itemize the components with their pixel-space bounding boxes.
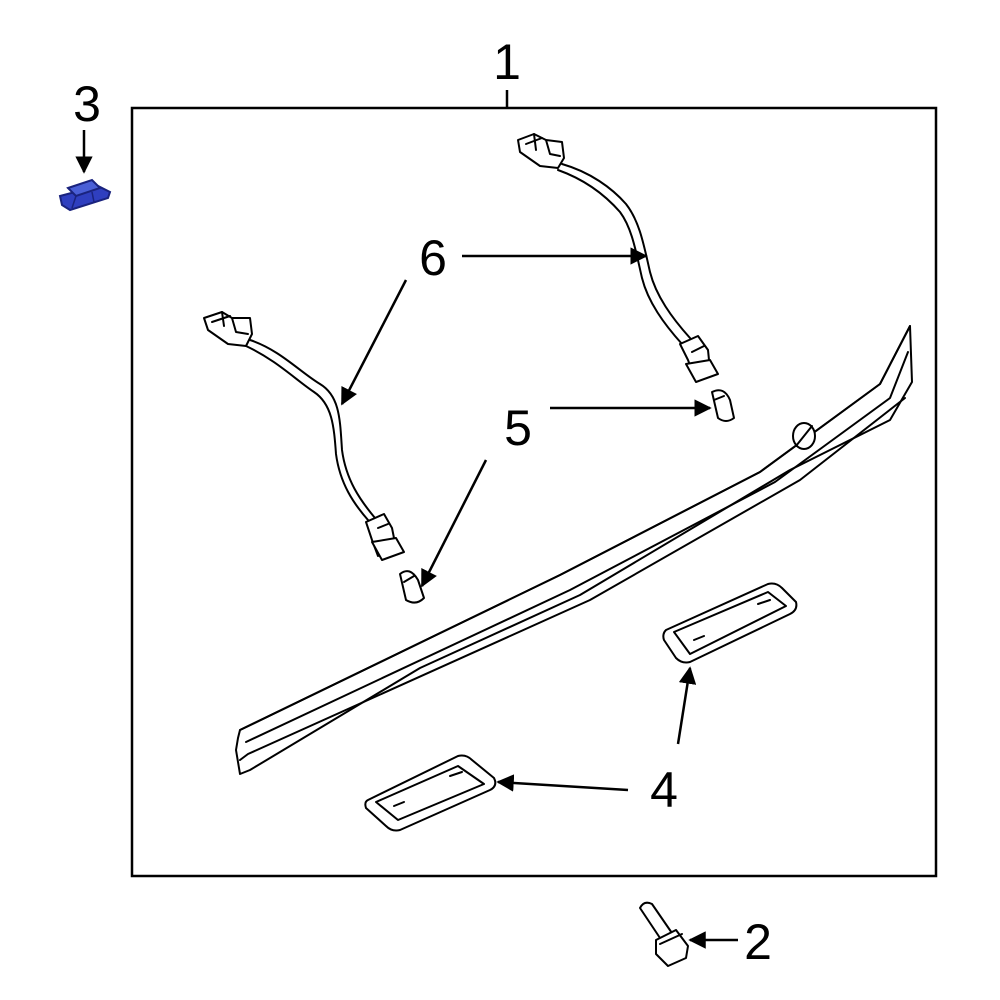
callout-5-label[interactable]: 5 xyxy=(504,400,532,456)
callout-4-label[interactable]: 4 xyxy=(650,762,678,818)
wire-harness-right[interactable] xyxy=(517,133,719,383)
license-garnish-molding[interactable] xyxy=(235,325,913,775)
lamp-lens-lower[interactable] xyxy=(364,754,497,832)
bolt-part[interactable] xyxy=(639,901,689,967)
callout-3-label[interactable]: 3 xyxy=(73,76,101,132)
bulb-left[interactable] xyxy=(399,570,425,604)
callout-1-label[interactable]: 1 xyxy=(493,34,521,90)
assembly-frame xyxy=(130,106,938,878)
wire-harness-left[interactable] xyxy=(203,311,405,561)
leader-lines xyxy=(340,247,738,949)
callout-6-label[interactable]: 6 xyxy=(419,230,447,286)
lamp-lens-upper[interactable] xyxy=(662,582,798,664)
callout-2-label[interactable]: 2 xyxy=(744,914,772,970)
bulb-right[interactable] xyxy=(711,389,735,422)
clip-nut-part[interactable] xyxy=(58,130,112,212)
